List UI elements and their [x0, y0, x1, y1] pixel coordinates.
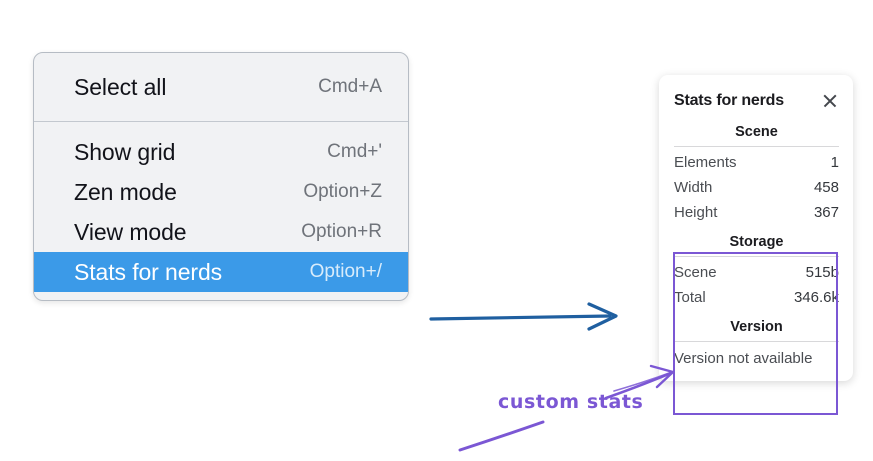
section-title: Version	[730, 319, 783, 335]
stat-label: Width	[674, 179, 713, 196]
section-title: Storage	[729, 234, 784, 250]
stat-label: Total	[674, 289, 706, 306]
callout-label: custom stats	[498, 391, 644, 413]
menu-item-select-all[interactable]: Select all Cmd+A	[34, 67, 408, 107]
stat-row: Height 367	[674, 200, 839, 225]
section-divider	[674, 341, 839, 342]
section-divider	[674, 146, 839, 147]
stat-value: 515b	[805, 264, 839, 281]
panel-title: Stats for nerds	[674, 92, 784, 109]
stat-value: 458	[813, 179, 839, 196]
stat-label: Scene	[674, 264, 717, 281]
menu-item-label: Zen mode	[74, 178, 177, 205]
stat-label: Elements	[674, 154, 737, 171]
close-icon[interactable]	[821, 92, 839, 110]
menu-item-label: Show grid	[74, 138, 176, 165]
section-version: Version Version not available	[659, 310, 853, 369]
stat-row: Elements 1	[674, 150, 839, 175]
stats-for-nerds-panel: Stats for nerds Scene Elements 1 Width 4…	[659, 75, 853, 381]
section-title: Scene	[735, 124, 778, 140]
stat-value: 346.6k	[793, 289, 839, 306]
stat-row: Scene 515b	[674, 260, 839, 285]
menu-item-show-grid[interactable]: Show grid Cmd+'	[34, 132, 408, 172]
menu-item-zen-mode[interactable]: Zen mode Option+Z	[34, 172, 408, 212]
callout-underline-icon	[458, 420, 545, 452]
section-storage: Storage Scene 515b Total 346.6k	[659, 225, 853, 310]
menu-group-1: Select all Cmd+A	[34, 53, 408, 121]
menu-item-shortcut: Option+/	[309, 261, 382, 282]
section-divider	[674, 256, 839, 257]
panel-header: Stats for nerds	[659, 87, 853, 115]
menu-item-view-mode[interactable]: View mode Option+R	[34, 212, 408, 252]
menu-item-label: Stats for nerds	[74, 258, 223, 285]
menu-separator	[34, 121, 408, 122]
flow-arrow-icon	[429, 302, 618, 331]
stat-row: Width 458	[674, 175, 839, 200]
version-note: Version not available	[674, 350, 813, 367]
menu-item-label: View mode	[74, 218, 187, 245]
stat-value: 367	[813, 204, 839, 221]
menu-item-stats-for-nerds[interactable]: Stats for nerds Option+/	[34, 252, 408, 292]
menu-item-shortcut: Option+R	[301, 221, 382, 242]
stat-row: Total 346.6k	[674, 285, 839, 310]
menu-item-label: Select all	[74, 73, 167, 100]
section-scene: Scene Elements 1 Width 458 Height 367	[659, 115, 853, 225]
stat-label: Height	[674, 204, 718, 221]
menu-item-shortcut: Cmd+A	[318, 76, 382, 97]
menu-item-shortcut: Cmd+'	[327, 141, 382, 162]
menu-group-2: Show grid Cmd+' Zen mode Option+Z View m…	[34, 122, 408, 300]
context-menu[interactable]: Select all Cmd+A Show grid Cmd+' Zen mod…	[33, 52, 409, 301]
stat-value: 1	[830, 154, 839, 171]
menu-item-shortcut: Option+Z	[303, 181, 382, 202]
